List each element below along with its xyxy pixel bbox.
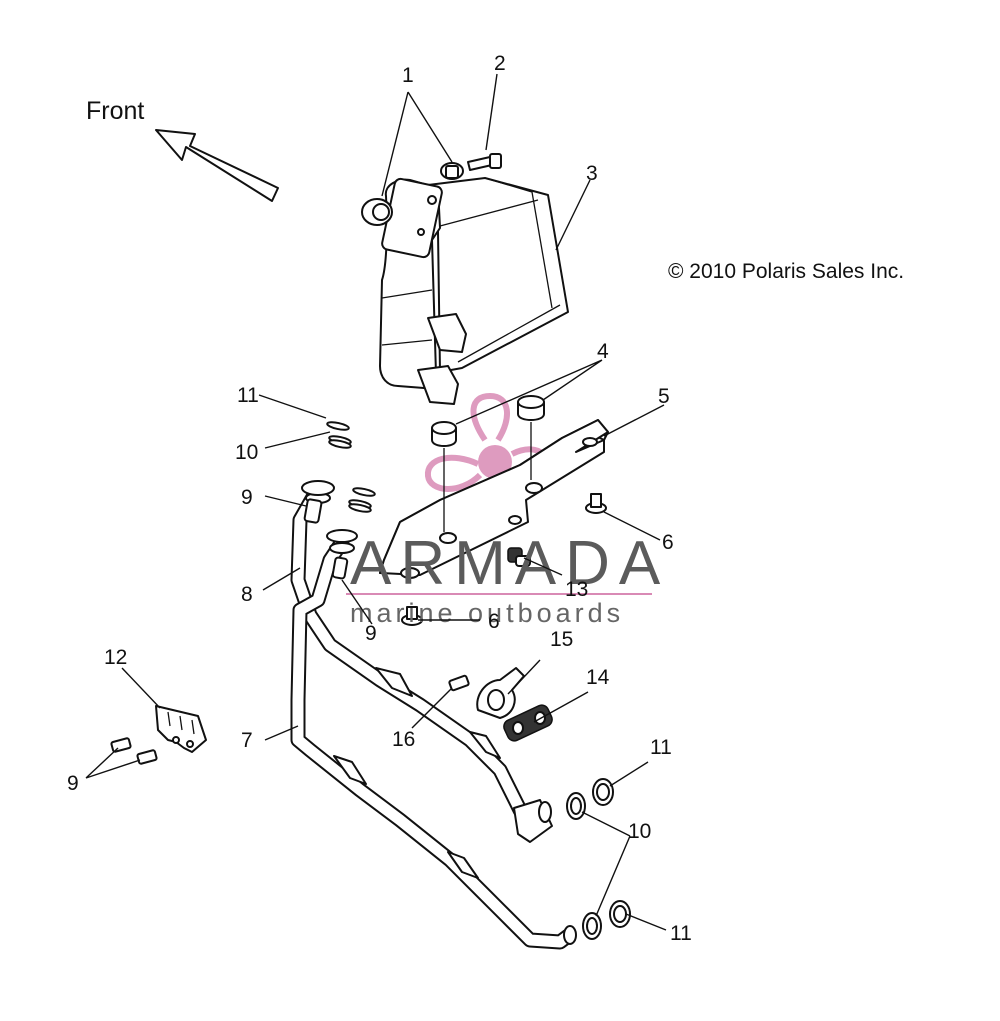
o-ring-right-upper — [566, 792, 586, 820]
isolator-right — [517, 395, 545, 480]
callout-16: 16 — [392, 728, 415, 751]
line-clamp — [476, 667, 525, 719]
callout-7: 7 — [241, 729, 253, 752]
oil-cooler — [379, 177, 569, 405]
watermark-brand: ARMADA — [350, 529, 669, 598]
callout-6-right: 6 — [662, 531, 674, 554]
grommet-rear — [361, 198, 393, 226]
callout-8: 8 — [241, 583, 253, 606]
callout-11-right-upper: 11 — [650, 736, 672, 759]
bolt — [467, 153, 502, 171]
bolt-small-upper — [110, 737, 132, 753]
copyright-notice: © 2010 Polaris Sales Inc. — [668, 260, 904, 283]
callout-13: 13 — [565, 578, 588, 601]
callout-11-right-lower: 11 — [670, 922, 692, 945]
callout-9-left: 9 — [67, 772, 79, 795]
o-ring-right-lower — [582, 912, 602, 940]
callout-3: 3 — [586, 162, 598, 185]
callout-9-upper: 9 — [241, 486, 253, 509]
leader-lines — [85, 73, 667, 931]
mounting-bracket — [379, 419, 609, 579]
callout-1: 1 — [402, 64, 414, 87]
flange-bolt-upper — [585, 493, 607, 514]
callout-10-right: 10 — [628, 820, 651, 843]
screw — [448, 674, 470, 692]
washer-right-lower — [609, 900, 631, 928]
clip-plate — [155, 705, 207, 753]
front-direction-arrow — [155, 129, 279, 202]
front-label: Front — [86, 97, 144, 125]
callout-12: 12 — [104, 646, 127, 669]
callout-15: 15 — [550, 628, 573, 651]
bolt-small-lower — [136, 749, 158, 765]
clamp-block — [503, 704, 553, 742]
callout-4: 4 — [597, 340, 609, 363]
fitting-upper — [303, 498, 323, 524]
cooler-line-lower — [290, 529, 577, 950]
fitting-lower — [331, 556, 349, 580]
flange-bolt-lower — [401, 606, 423, 626]
grommet-top — [440, 162, 464, 180]
watermark-tagline: marine outboards — [350, 598, 624, 628]
washer-right-upper — [592, 778, 614, 806]
callout-14: 14 — [586, 666, 610, 689]
callout-9-center: 9 — [365, 622, 377, 645]
o-ring-small-top — [326, 421, 350, 431]
callout-5: 5 — [658, 385, 670, 408]
callout-6-center: 6 — [488, 610, 500, 633]
callout-11-left: 11 — [237, 384, 259, 407]
callout-2: 2 — [494, 52, 506, 75]
isolator-left — [431, 421, 457, 532]
seal-small-top — [328, 435, 352, 449]
cooler-line-upper — [290, 480, 553, 843]
o-ring-small-mid — [348, 487, 376, 513]
callout-10-left: 10 — [235, 441, 258, 464]
